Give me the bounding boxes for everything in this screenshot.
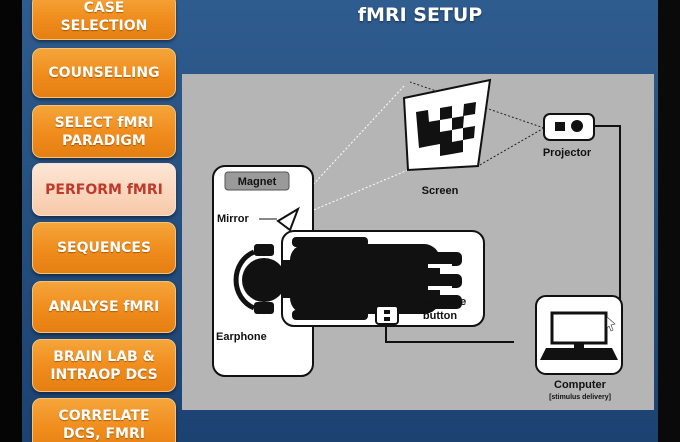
response-label: Response [414,296,467,308]
diagram-svg: Magnet Mirror Earphone [212,78,623,401]
response-key [384,317,390,321]
menu-sequences-button[interactable]: SEQUENCES [32,222,176,274]
patient-torso [290,244,440,314]
monitor-stand [574,343,584,348]
menu-label: COUNSELLING [48,65,160,81]
response-key [384,310,390,314]
menu-perform-fmri-button[interactable]: PERFORM fMRI [32,163,176,216]
projector-lens [571,120,583,132]
projector-icon [543,113,595,141]
computer-label: Computer [554,379,607,391]
cable-response-computer [385,324,514,343]
slide: CASE SELECTION COUNSELLING SELECT fMRI P… [22,0,658,442]
earphone-band [233,249,256,311]
menu-analyse-fmri-button[interactable]: ANALYSE fMRI [32,281,176,333]
response-label: button [423,310,457,322]
menu-label: CASE SELECTION [60,0,148,34]
mirror-label: Mirror [217,213,250,225]
earphone-cup [254,302,274,314]
menu-brain-lab-button[interactable]: BRAIN LAB & INTRAOP DCS [32,339,176,392]
keyboard-icon [540,348,618,360]
computer-sublabel: [stimulus delivery] [549,394,611,401]
patient-head [242,258,286,302]
monitor-icon [550,311,608,345]
checkerboard-icon [416,102,476,156]
menu-case-selection-button[interactable]: CASE SELECTION [32,0,176,40]
menu-label: ANALYSE fMRI [48,299,160,315]
menu-label: CORRELATE DCS, FMRI [58,408,150,442]
menu-select-fmri-paradigm-button[interactable]: SELECT fMRI PARADIGM [32,105,176,158]
patient-leg [422,295,462,309]
patient-leg [422,274,462,288]
earphone-label: Earphone [216,331,267,343]
beam-line [289,169,409,221]
left-letterbox [0,0,22,442]
magnet-label-box [224,171,290,191]
response-button-icon [375,305,399,325]
mirror-icon [276,206,300,232]
projector-label: Projector [543,147,592,159]
beam-line [477,127,545,167]
patient-arm [292,310,368,320]
menu-correlate-dcs-button[interactable]: CORRELATE DCS, FMRI [32,398,176,442]
fmri-setup-diagram: Magnet Mirror Earphone [182,74,654,410]
patient-leg [422,252,462,266]
mouse-cursor-icon [606,316,616,332]
menu-label: PERFORM fMRI [45,181,163,198]
screen-frame [402,78,492,172]
menu-counselling-button[interactable]: COUNSELLING [32,48,176,98]
menu-label: SEQUENCES [56,240,152,256]
magnet-label: Magnet [238,176,277,188]
screen-label: Screen [422,185,459,197]
menu-label: BRAIN LAB & INTRAOP DCS [50,348,158,383]
slide-title: fMRI SETUP [357,4,483,26]
earphone-cup [254,244,274,256]
menu-label: SELECT fMRI PARADIGM [54,114,154,149]
patient-arm [292,237,368,247]
right-letterbox [658,0,680,442]
projector-lens [555,122,565,131]
